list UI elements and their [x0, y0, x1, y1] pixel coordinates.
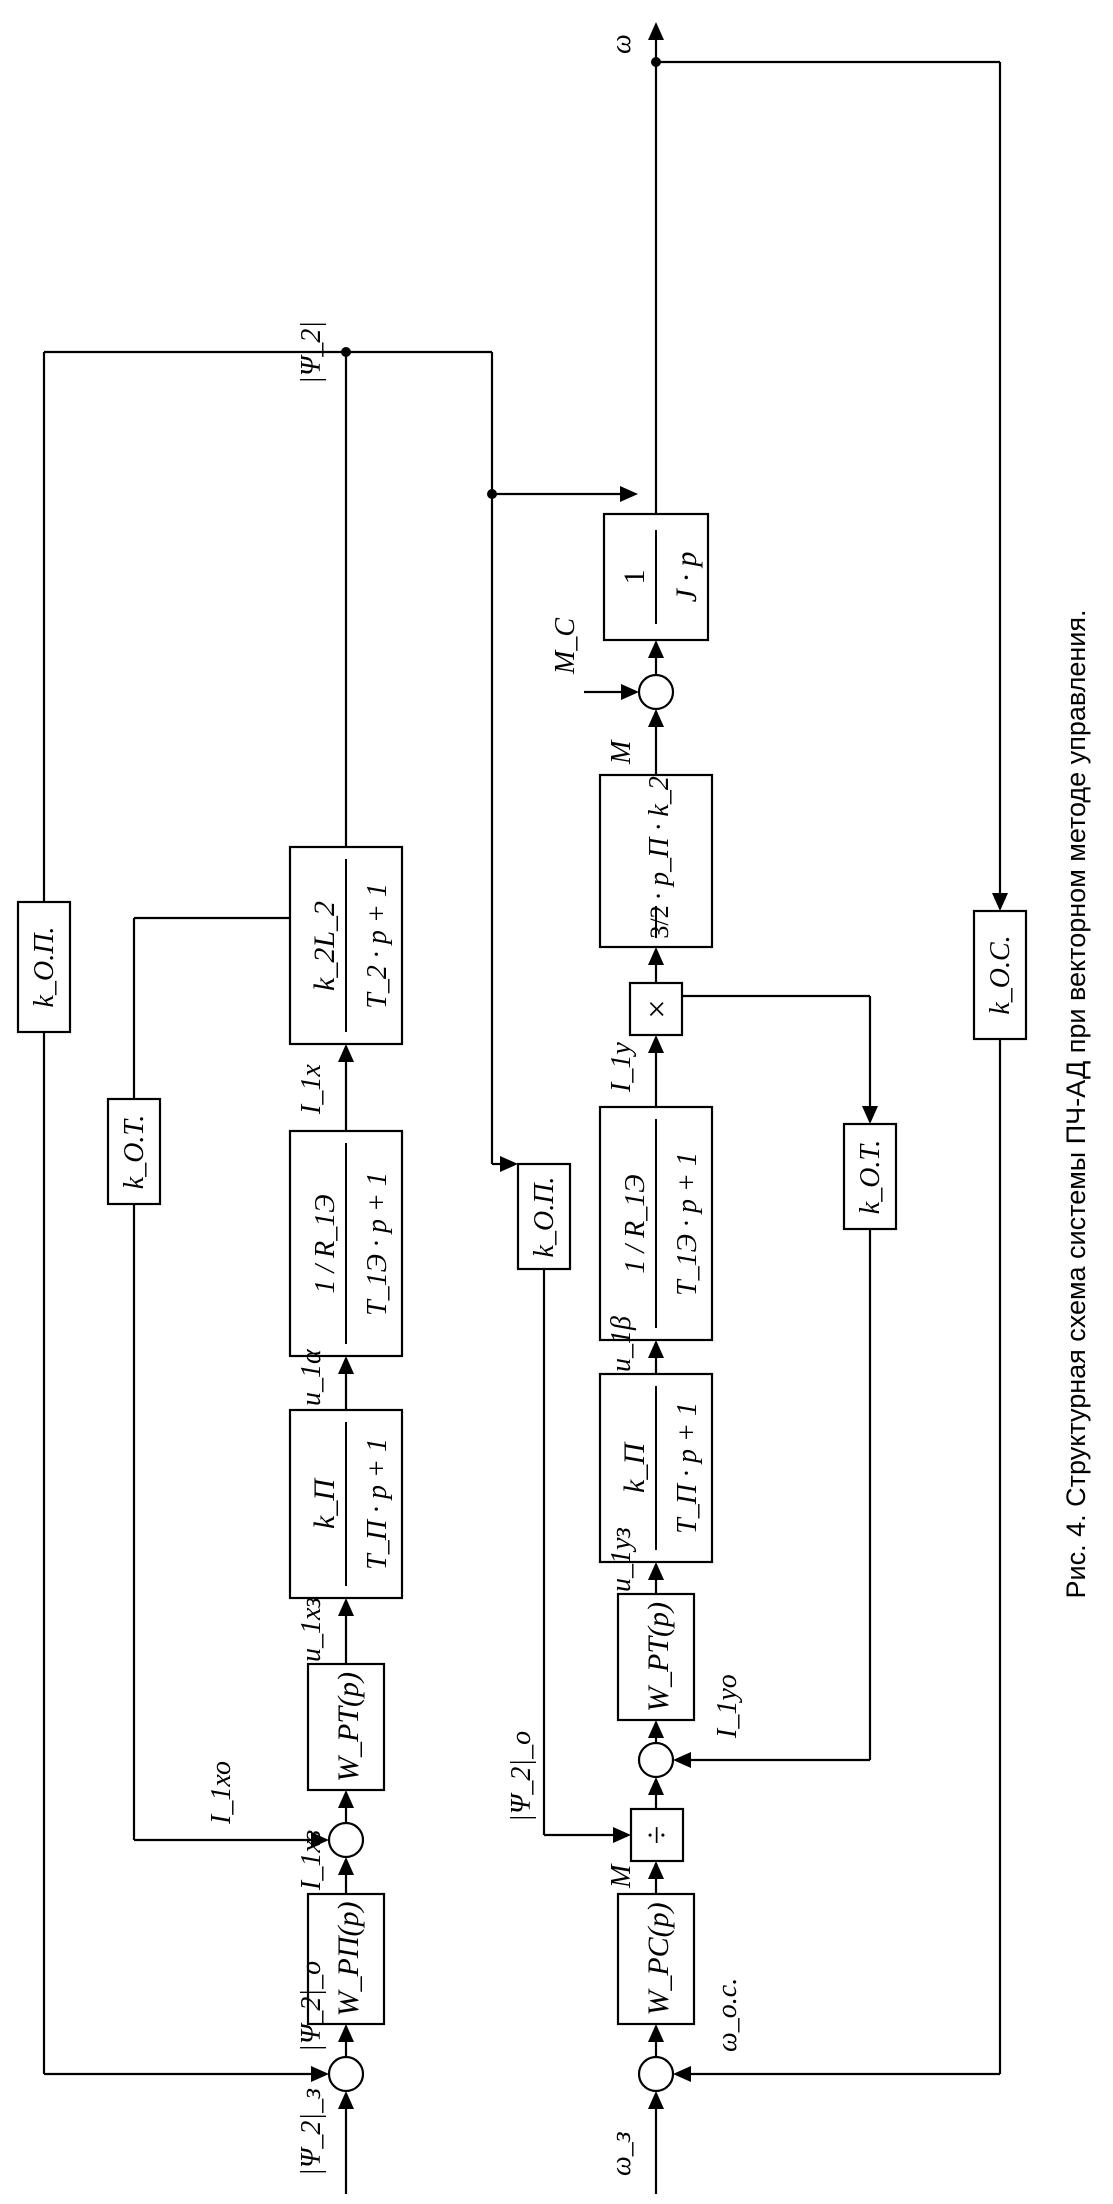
flux-wires [42, 347, 638, 2194]
block-w-rs [616, 1892, 696, 2026]
block-w-rt-speed [616, 1592, 696, 1722]
text-inertia-num: 1 [618, 570, 651, 585]
block-w-rt-flux [306, 1662, 386, 1792]
block-multiplier [628, 981, 684, 1037]
label-omega: ω [606, 34, 637, 54]
label-i1y: I_1у [606, 1042, 637, 1093]
text-r1e-den-speed: T_1Э · p + 1 [672, 1152, 703, 1296]
text-k-os: k_О.С. [985, 935, 1016, 1014]
label-u1b: u_1β [606, 1316, 637, 1372]
text-divider: ÷ [639, 1826, 676, 1845]
label-omega-z: ω_з [606, 2131, 637, 2176]
label-i1xz: I_1хз [296, 1830, 327, 1891]
label-i1xo: I_1хо [206, 1761, 237, 1825]
label-psi: |Ψ_2| [296, 321, 327, 384]
label-i1yo: I_1уо [712, 1674, 743, 1739]
text-k2l2-den: T_2 · p + 1 [362, 883, 393, 1008]
speed-wires [584, 22, 1008, 2194]
text-k-ot-flux: k_О.Т. [119, 1115, 150, 1189]
text-k-ot-speed: k_О.Т. [855, 1140, 886, 1214]
block-w-rp [306, 1892, 386, 2026]
text-k-p-num-flux: k_П [308, 1477, 341, 1529]
text-k-p-den-speed: T_П · p + 1 [672, 1402, 703, 1534]
speed-sum-1 [637, 2055, 675, 2093]
text-k2l2-num: k_2L_2 [308, 901, 341, 991]
block-moment [598, 773, 714, 949]
block-k-ot-flux [106, 1097, 162, 1206]
label-i1x: I_1х [296, 1064, 327, 1115]
text-r1e-num-flux: 1 / R_1Э [310, 1194, 341, 1293]
text-k-op-outer: k_О.П. [29, 927, 60, 1008]
label-psi-o-flux: |Ψ_2|_о [296, 1961, 327, 2052]
label-omega-os: ω_о.с. [712, 1978, 743, 2052]
text-multiplier: × [639, 999, 676, 1018]
text-w-rs: W_РС(p) [642, 1902, 675, 2015]
speed-sum-2 [637, 1741, 675, 1779]
text-k-p-num-speed: k_П [618, 1441, 651, 1493]
text-moment-rest: · p_П · k_2 [644, 776, 675, 900]
text-inertia-den: J · p [670, 552, 703, 603]
label-u1yz: u_1уз [606, 1527, 637, 1592]
label-psi-z: |Ψ_2|_з [296, 2088, 327, 2176]
text-moment-num: 3/2 [645, 905, 674, 938]
label-psi-o-speed: |Ψ_2|_о [506, 1731, 537, 1822]
text-r1e-num-speed: 1 / R_1Э [620, 1174, 651, 1273]
block-k-os [972, 909, 1028, 1041]
label-u1a: u_1α [296, 1348, 327, 1406]
flux-sum-1 [327, 2055, 365, 2093]
speed-sum-3 [637, 673, 675, 711]
label-m-ref: M [606, 1863, 637, 1889]
block-k-op-outer [16, 900, 72, 1034]
block-divider [629, 1807, 685, 1863]
text-w-rp: W_РП(p) [332, 1902, 365, 2017]
text-k-op-inner: k_О.П. [529, 1177, 560, 1258]
text-w-rt-flux: W_РТ(p) [332, 1672, 365, 1782]
text-r1e-den-flux: T_1Э · p + 1 [362, 1172, 393, 1316]
label-m: M [606, 739, 637, 765]
text-w-rt-speed: W_РТ(p) [642, 1602, 675, 1712]
flux-sum-2 [327, 1821, 365, 1859]
block-k-op-inner [516, 1162, 572, 1271]
text-k-p-den-flux: T_П · p + 1 [362, 1438, 393, 1570]
label-u1xz: u_1хз [296, 1597, 327, 1662]
figure-caption: Рис. 4. Структурная схема системы ПЧ-АД … [1061, 610, 1091, 1599]
label-mc: M_С [550, 618, 581, 675]
block-k-ot-speed [842, 1122, 898, 1231]
